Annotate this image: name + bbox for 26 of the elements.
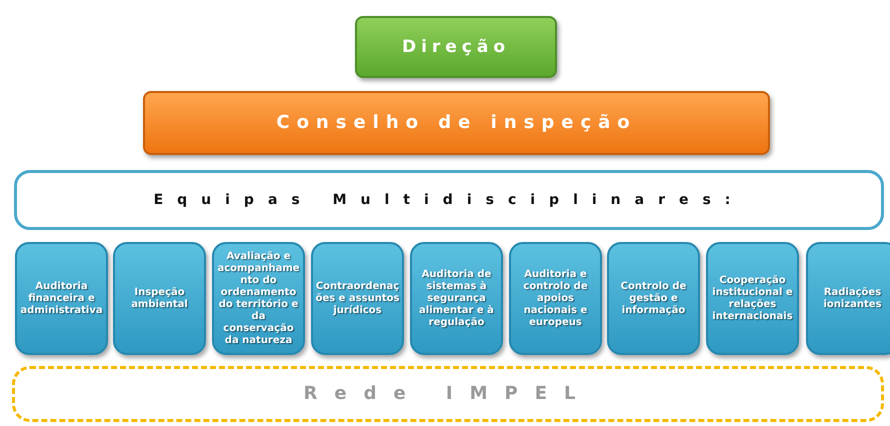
team-label: Auditoria e controlo de apoios nacionais e europeus bbox=[522, 268, 589, 328]
team-label: Inspeção ambiental bbox=[130, 286, 189, 310]
team-label: Auditoria financeira e administrativa bbox=[19, 280, 104, 316]
title-box bbox=[355, 16, 557, 78]
team-box bbox=[212, 242, 305, 355]
heading-text: Rede IMPEL bbox=[304, 383, 592, 405]
council-box bbox=[143, 91, 770, 155]
heading-text: Conselho de inspeção bbox=[276, 112, 637, 134]
team-box bbox=[706, 242, 799, 355]
team-label: Auditoria de sistemas à segurança alimentar e à regulação bbox=[418, 268, 495, 328]
heading-text: Direção bbox=[402, 36, 510, 58]
team-label: Contraordenações e assuntos jurídicos bbox=[314, 280, 400, 316]
network-band bbox=[12, 366, 884, 422]
team-box bbox=[509, 242, 602, 355]
team-label: Cooperação institucional e relações internacionais bbox=[711, 274, 794, 322]
team-box bbox=[607, 242, 700, 355]
team-box bbox=[410, 242, 503, 355]
team-box bbox=[806, 242, 890, 355]
team-band bbox=[14, 170, 884, 230]
team-box bbox=[15, 242, 108, 355]
heading-text: Equipas Multidisciplinares: bbox=[154, 192, 744, 208]
team-label: Controlo de gestão e informação bbox=[620, 280, 688, 316]
team-label: Radiações ionizantes bbox=[822, 286, 883, 310]
team-box bbox=[311, 242, 404, 355]
team-box bbox=[113, 242, 206, 355]
team-label: Avaliação e acompanhamento do ordenamento do território e da conservação da natureza bbox=[216, 250, 301, 346]
